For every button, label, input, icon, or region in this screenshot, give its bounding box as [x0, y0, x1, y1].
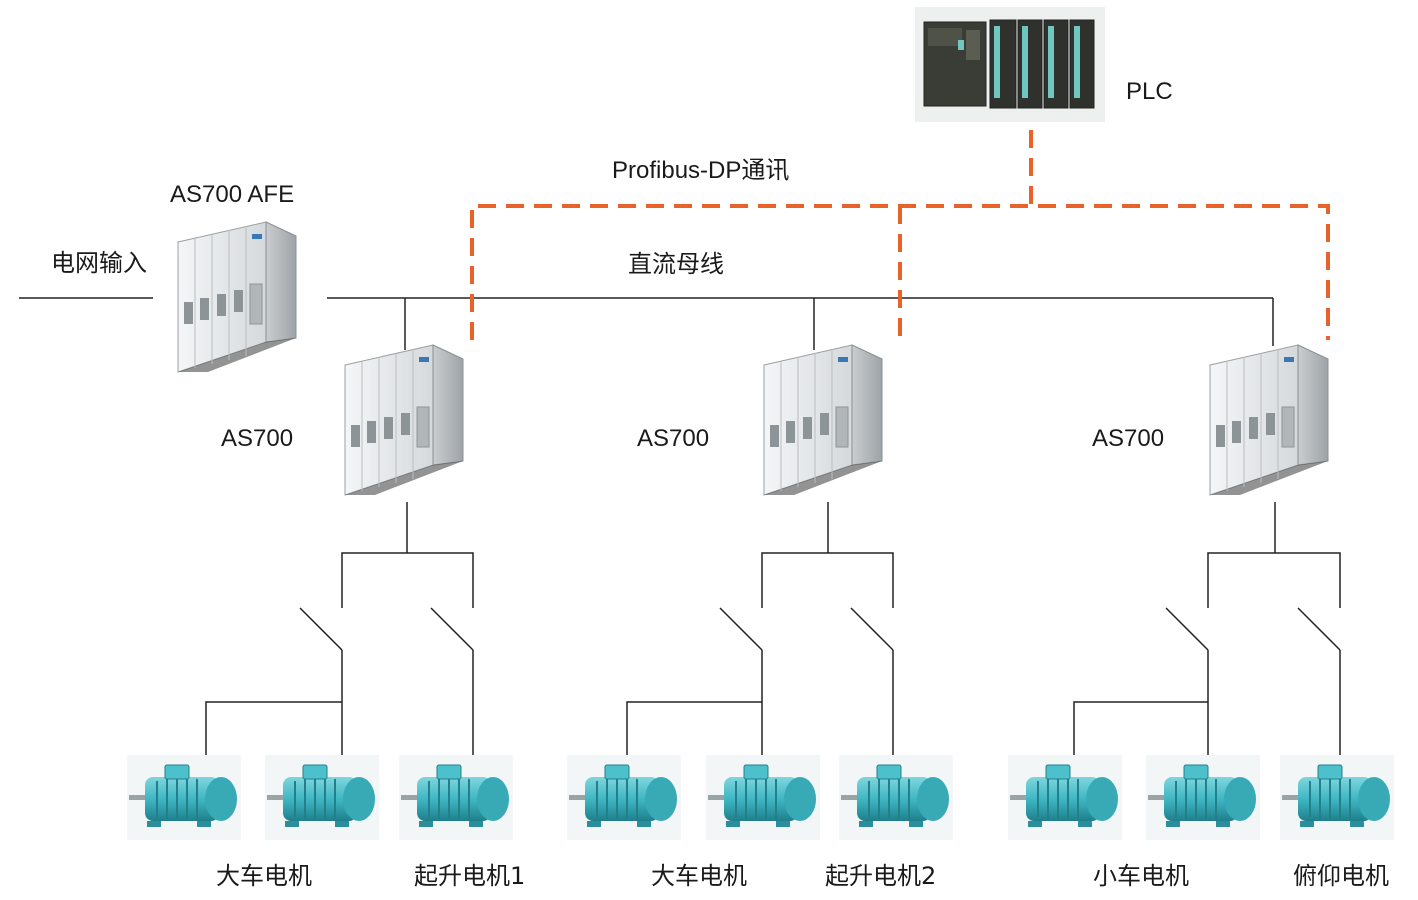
profibus-label: Profibus-DP通讯	[612, 157, 790, 184]
plc-label: PLC	[1126, 78, 1173, 105]
motor-label-3: 大车电机	[651, 862, 747, 890]
dc-bus-label: 直流母线	[628, 250, 724, 278]
plc-rack	[915, 7, 1105, 122]
output-wiring-2	[626, 502, 894, 755]
motor-6	[838, 754, 954, 841]
afe-cabinet	[177, 221, 297, 373]
motor-1	[126, 754, 242, 841]
output-wiring-1	[205, 502, 474, 755]
output-wiring-3	[1073, 502, 1341, 755]
motor-label-5: 小车电机	[1093, 862, 1189, 890]
afe-label: AS700 AFE	[170, 181, 295, 208]
drive-cabinet-1	[344, 344, 464, 496]
grid-input-label: 电网输入	[51, 249, 147, 277]
motor-5	[705, 754, 821, 841]
motor-7	[1007, 754, 1123, 841]
motor-3	[398, 754, 514, 841]
drive-cabinet-3	[1209, 344, 1329, 496]
motor-8	[1145, 754, 1261, 841]
profibus-lines	[470, 130, 1330, 340]
drive-label-1: AS700	[221, 425, 294, 452]
drive-cabinet-2	[763, 344, 883, 496]
motor-label-6: 俯仰电机	[1293, 862, 1389, 890]
motor-2	[264, 754, 380, 841]
drive-label-2: AS700	[637, 425, 710, 452]
drive-label-3: AS700	[1092, 425, 1165, 452]
motor-label-4: 起升电机2	[825, 862, 937, 890]
motor-9	[1279, 754, 1395, 841]
motor-label-1: 大车电机	[216, 862, 312, 890]
motor-label-2: 起升电机1	[414, 862, 526, 890]
motor-4	[566, 754, 682, 841]
